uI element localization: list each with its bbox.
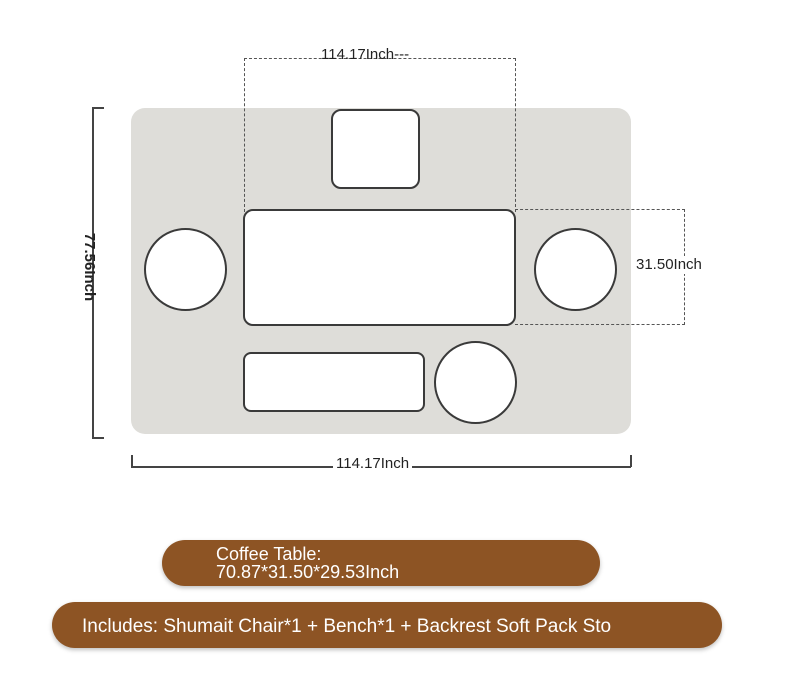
dimension-label-top: 114.17Inch---: [321, 46, 410, 63]
dimension-tick: [92, 107, 104, 109]
includes-badge: Includes: Shumait Chair*1 + Bench*1 + Ba…: [52, 602, 722, 648]
chair-top: [331, 109, 420, 189]
coffee-table-size-badge: Coffee Table: 70.87*31.50*29.53Inch: [162, 540, 600, 586]
dimension-label-bottom: 114.17Inch: [333, 455, 413, 473]
coffee-table: [243, 209, 516, 326]
stool-right: [534, 228, 617, 311]
dimension-label-left: 77.56Inch: [81, 232, 99, 302]
dimension-label-right: 31.50Inch: [633, 256, 705, 274]
dimension-tick: [630, 455, 632, 467]
dimension-tick: [131, 455, 133, 467]
dimension-guide-top: [244, 58, 516, 212]
coffee-table-title: Coffee Table:: [216, 544, 322, 564]
stool-bottom: [434, 341, 517, 424]
dimension-tick: [92, 437, 104, 439]
includes-text: Includes: Shumait Chair*1 + Bench*1 + Ba…: [82, 616, 612, 637]
dimension-line-left: [92, 107, 94, 438]
bench: [243, 352, 425, 412]
coffee-table-dimensions: 70.87*31.50*29.53Inch: [216, 562, 400, 582]
stool-left: [144, 228, 227, 311]
